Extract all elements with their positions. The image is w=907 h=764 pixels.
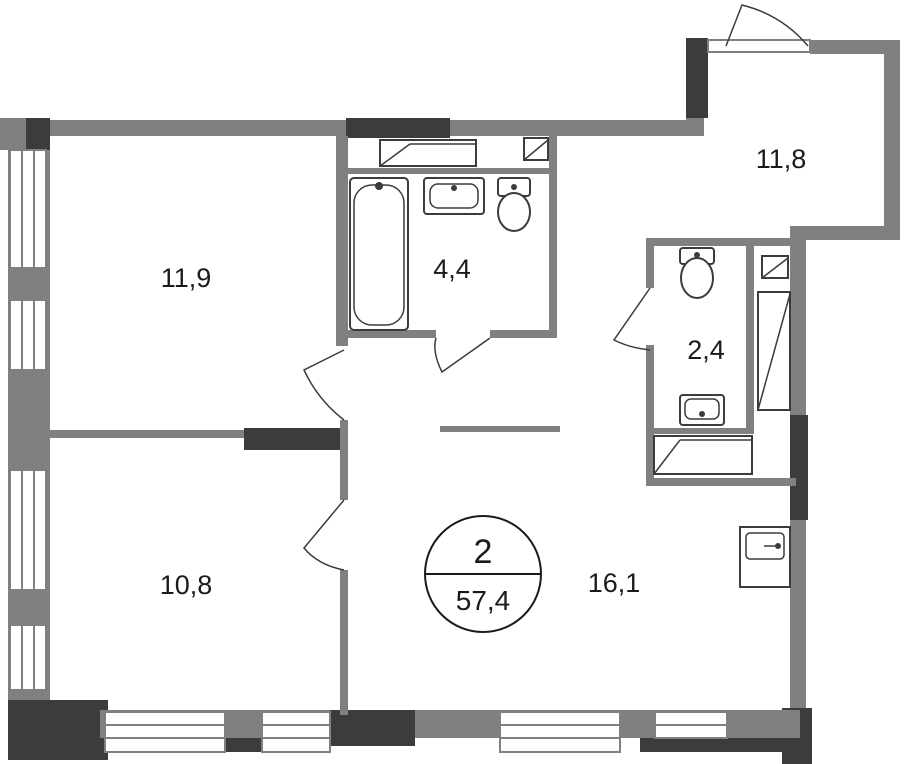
door-icon [434, 337, 491, 374]
shelf-icon [523, 137, 549, 161]
cabinet-icon [653, 255, 791, 475]
room-area-balcony: 11,8 [756, 144, 807, 174]
fixtures [349, 137, 791, 588]
toilet-icon [497, 177, 531, 232]
rooms-count: 2 [474, 533, 493, 571]
apartment-badge: 2 57,4 [424, 515, 542, 633]
door-icon [612, 287, 651, 351]
room-area-bathroom: 4,4 [433, 254, 471, 284]
kitchen-sink-icon [739, 526, 791, 588]
interior-walls [50, 136, 796, 715]
bathtub-icon [349, 177, 409, 331]
door-icon [303, 499, 345, 571]
washing-machine-icon [379, 139, 477, 167]
total-area: 57,4 [456, 585, 511, 616]
room-area-bedroom-top: 11,9 [161, 263, 212, 293]
sink-icon [423, 177, 485, 215]
wc-toilet-icon [679, 247, 715, 299]
doors [303, 4, 809, 571]
door-icon [725, 4, 809, 47]
windows [9, 39, 811, 753]
wc-sink-icon [679, 394, 725, 426]
room-area-bedroom-bottom: 10,8 [160, 570, 213, 600]
room-area-wc: 2,4 [687, 335, 725, 365]
door-icon [303, 349, 345, 421]
room-area-living-kitchen: 16,1 [588, 568, 641, 598]
room-labels: 11,9 4,4 11,8 2,4 10,8 16,1 [160, 144, 807, 600]
